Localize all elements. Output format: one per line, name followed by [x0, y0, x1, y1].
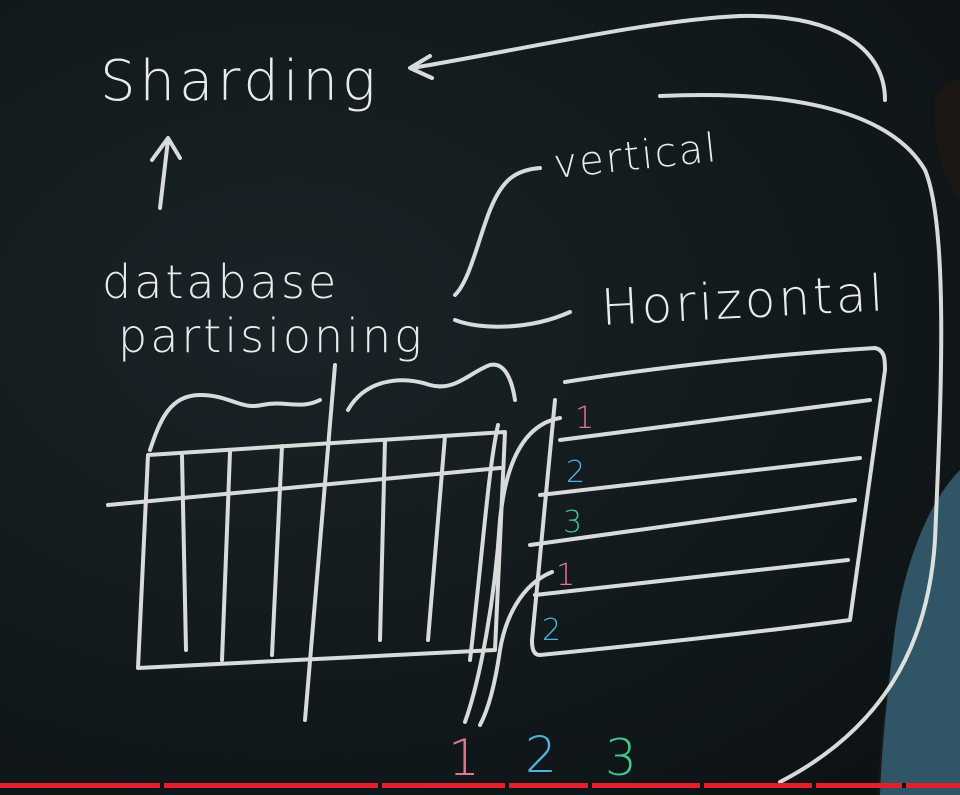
- presenter-shirt: [880, 470, 960, 795]
- vertical-table-col-1: [180, 454, 188, 652]
- row-label-1: 1: [575, 401, 594, 436]
- vertical-table-outline: [136, 430, 507, 670]
- row-line-4: [533, 558, 850, 597]
- chapter-marker: [588, 783, 592, 788]
- chapter-marker: [505, 783, 509, 788]
- vertical-table-col-2: [220, 450, 232, 662]
- concept-database: database: [102, 255, 339, 309]
- feedback-arrow-head: [408, 54, 434, 80]
- branch-label-vertical: vertical: [551, 125, 720, 188]
- title-sharding: Sharding: [100, 49, 380, 114]
- row-line-1: [558, 398, 872, 442]
- outer-loop-line: [658, 92, 944, 784]
- horizontal-table-outline: [530, 346, 887, 657]
- row-label-4: 1: [556, 558, 575, 593]
- up-arrow-icon: [150, 136, 182, 210]
- row-label-2: 2: [566, 455, 585, 490]
- video-progress-bar[interactable]: [0, 783, 960, 788]
- shard-label-1: 1: [448, 729, 480, 787]
- shard-label-2: 2: [525, 726, 557, 784]
- shard-label-3: 3: [605, 729, 637, 787]
- row-line-3: [528, 498, 857, 547]
- chapter-marker: [160, 783, 164, 788]
- chapter-marker: [378, 783, 382, 788]
- video-progress-fill: [0, 783, 960, 788]
- row-label-3: 3: [563, 505, 582, 540]
- brace-right: [346, 362, 517, 412]
- branch-bracket-vertical: [453, 166, 542, 297]
- vertical-table-col-3: [270, 444, 284, 657]
- chapter-marker: [902, 783, 906, 788]
- row-line-2: [538, 456, 862, 497]
- connector-row-1: [463, 416, 562, 724]
- connector-lower: [468, 423, 500, 662]
- chapter-marker: [812, 783, 816, 788]
- vertical-table-header-line: [106, 466, 502, 507]
- vertical-table-col-5: [426, 434, 447, 642]
- brace-left: [148, 393, 322, 452]
- chapter-marker: [700, 783, 704, 788]
- row-label-5: 2: [542, 613, 561, 648]
- vertical-table-col-4: [378, 438, 387, 642]
- feedback-arrow-line: [410, 13, 887, 102]
- branch-label-horizontal: Horizontal: [600, 264, 888, 337]
- concept-partisioning: partisioning: [118, 309, 425, 363]
- connector-row-4: [478, 570, 554, 727]
- vertical-table-split: [303, 363, 337, 722]
- branch-bracket-horizontal: [453, 310, 572, 329]
